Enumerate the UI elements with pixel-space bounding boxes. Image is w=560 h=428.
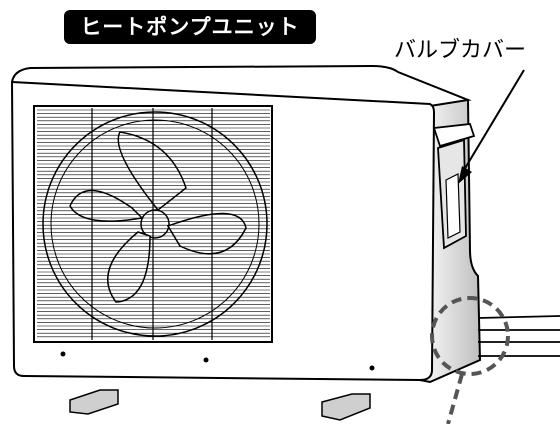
- arrow-pointer-icon: [463, 69, 525, 171]
- screw-dots: [60, 351, 375, 371]
- valve-cover-label: バルブカバー: [394, 38, 527, 63]
- dashed-circle-icon: [430, 296, 510, 376]
- valve-cover: [432, 123, 476, 250]
- fan-icon: [37, 108, 270, 340]
- title-badge: ヒートポンプユニット: [64, 10, 316, 44]
- refrigerant-pipes: [477, 315, 560, 357]
- unit-feet: [69, 389, 371, 421]
